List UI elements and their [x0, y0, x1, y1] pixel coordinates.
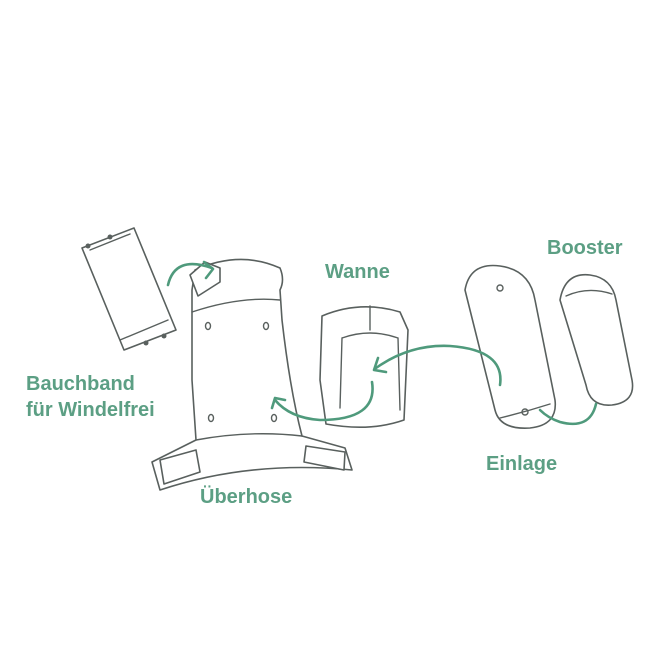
label-bauchband: Bauchband: [26, 373, 135, 395]
label-einlage: Einlage: [486, 453, 558, 475]
label-booster: Booster: [547, 237, 623, 259]
arrows: [166, 260, 598, 426]
arrow-booster-to-einlage: [538, 402, 598, 426]
arrow-bauchband: [166, 262, 214, 287]
arrow-wanne-to-ueberhose: [273, 380, 374, 422]
wanne-illustration: [319, 305, 409, 428]
bauchband-illustration: [81, 227, 177, 351]
arrow-einlage-to-wanne: [374, 344, 502, 387]
ueberhose-illustration: [151, 258, 353, 491]
einlage-illustration: [464, 264, 557, 429]
label-bauchband-subtitle: für Windelfrei: [26, 399, 155, 421]
booster-illustration: [559, 273, 634, 406]
label-wanne: Wanne: [325, 261, 390, 283]
label-ueberhose: Überhose: [200, 486, 293, 508]
